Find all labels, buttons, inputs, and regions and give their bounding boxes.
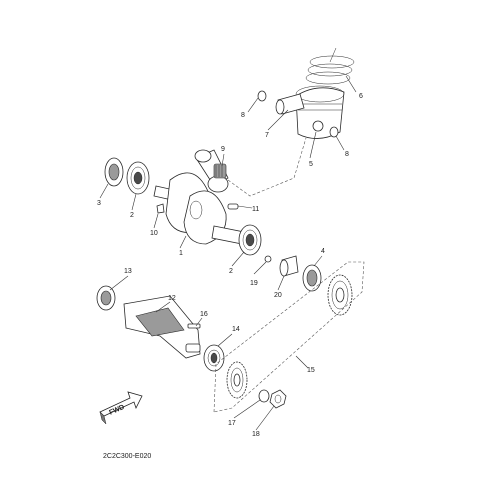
callout-2-left: 2 bbox=[130, 212, 134, 219]
piston-rings bbox=[305, 47, 355, 85]
piston-pin-clip-right bbox=[329, 126, 339, 138]
drawing-code: 2C2C300-E020 bbox=[103, 453, 151, 460]
callout-7: 7 bbox=[265, 132, 269, 139]
crankshaft bbox=[153, 172, 245, 245]
crankshaft-bearing-left bbox=[126, 161, 150, 195]
piston-pin-clip-left bbox=[257, 90, 267, 102]
balancer-shaft bbox=[123, 295, 201, 359]
balancer-nut bbox=[269, 389, 287, 409]
dowel-ball bbox=[264, 255, 272, 263]
callout-1: 1 bbox=[179, 250, 183, 257]
crank-pin bbox=[227, 203, 239, 210]
callout-19: 19 bbox=[250, 280, 258, 287]
collar bbox=[279, 255, 299, 277]
callout-14: 14 bbox=[232, 326, 240, 333]
crankshaft-oil-seal-right bbox=[302, 264, 322, 292]
callout-13: 13 bbox=[124, 268, 132, 275]
leader-lines bbox=[99, 75, 357, 431]
woodruff-key bbox=[156, 203, 165, 214]
callout-numbers: 1 2 2 3 4 5 6 7 8 8 9 10 11 12 13 14 15 … bbox=[97, 93, 363, 438]
balancer-bearing bbox=[203, 344, 225, 372]
callout-20: 20 bbox=[274, 292, 282, 299]
balancer-oil-seal bbox=[96, 285, 116, 311]
callout-2-right: 2 bbox=[229, 268, 233, 275]
callout-8-right: 8 bbox=[345, 151, 349, 158]
callout-18: 18 bbox=[252, 431, 260, 438]
balancer-key bbox=[187, 323, 201, 329]
callout-4: 4 bbox=[321, 248, 325, 255]
callout-9: 9 bbox=[221, 146, 225, 153]
crankshaft-bearing-right bbox=[238, 224, 262, 256]
callout-8-left: 8 bbox=[241, 112, 245, 119]
callout-11: 11 bbox=[252, 206, 259, 213]
callout-17: 17 bbox=[228, 420, 236, 427]
connecting-rod-bearing bbox=[213, 163, 227, 179]
callout-12: 12 bbox=[168, 295, 176, 302]
lock-washer bbox=[258, 389, 270, 403]
callout-3: 3 bbox=[97, 200, 101, 207]
callout-5: 5 bbox=[309, 161, 313, 168]
callout-6: 6 bbox=[359, 93, 363, 100]
primary-drive-gear bbox=[327, 274, 353, 316]
callout-16: 16 bbox=[200, 311, 208, 318]
callout-15: 15 bbox=[307, 367, 315, 374]
piston bbox=[295, 85, 345, 139]
crankshaft-oil-seal-left bbox=[104, 157, 124, 187]
fwd-arrow-icon: FWD bbox=[99, 391, 143, 425]
balancer-drive-gear bbox=[226, 361, 248, 399]
piston-pin bbox=[275, 93, 305, 115]
assembly-lines bbox=[213, 137, 365, 413]
fwd-label: FWD bbox=[108, 404, 125, 417]
callout-10: 10 bbox=[150, 230, 158, 237]
